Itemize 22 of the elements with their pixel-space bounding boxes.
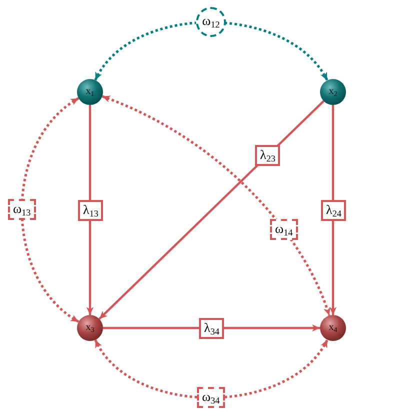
double-headed-arrow (94, 339, 328, 399)
arrow (86, 105, 94, 315)
node-label: x$_{4}$ (328, 323, 338, 333)
edge-label: λ$_{34}$ (199, 318, 224, 339)
edge-label: ω$_{12}$ (196, 7, 226, 37)
sphere (320, 315, 346, 341)
node-label: x$_{1}$ (86, 87, 94, 97)
node-label: x$_{2}$ (328, 87, 338, 97)
sphere (320, 79, 346, 105)
sphere (77, 315, 103, 341)
edge-label: λ$_{23}$ (255, 145, 280, 166)
arrow (103, 324, 320, 332)
edge-label: λ$_{13}$ (78, 200, 104, 221)
edge-label: λ$_{24}$ (321, 200, 346, 221)
double-headed-arrow (20, 97, 80, 323)
arrow (329, 105, 337, 315)
sphere (77, 79, 103, 105)
double-headed-arrow (94, 21, 328, 82)
node-label: x$_{3}$ (86, 323, 94, 333)
edge-label: ω$_{13}$ (8, 199, 36, 220)
edge-label: ω$_{14}$ (270, 219, 298, 240)
edge-label: ω$_{34}$ (197, 387, 225, 408)
